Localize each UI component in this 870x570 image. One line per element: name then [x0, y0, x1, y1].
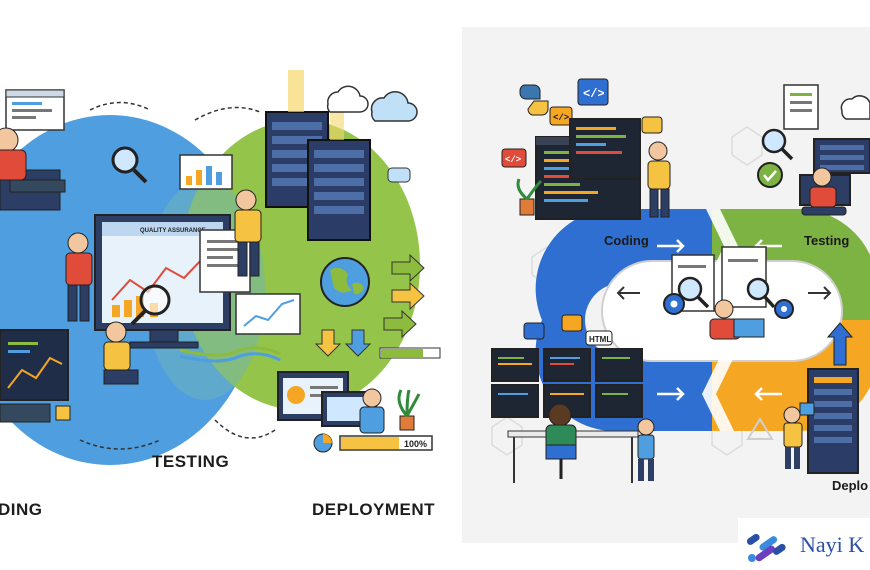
tester-head-right	[812, 167, 832, 187]
label-testing-right: Testing	[804, 233, 850, 248]
deployer-tablet	[799, 402, 815, 416]
plant-pot-right	[519, 198, 535, 216]
inner-arrows	[616, 286, 832, 300]
brand-logo-text: Nayi K	[800, 532, 865, 557]
label-coding: DING	[0, 500, 43, 519]
dashed-arrow-bottom	[79, 439, 161, 450]
code-editor-window-2	[569, 118, 641, 180]
html-badge-text: HTML	[589, 335, 611, 344]
dashed-arrow-bottom-2	[214, 419, 276, 439]
python-icon	[519, 84, 541, 100]
tester-head	[67, 232, 89, 254]
deployer-head-right	[783, 406, 801, 424]
settings-icon	[641, 116, 663, 134]
svg-text:</>: </>	[505, 155, 521, 165]
left-illustration-svg: QUALITY ASSURANCE	[0, 70, 441, 465]
deployer-head	[362, 388, 382, 408]
dual-monitor	[0, 329, 69, 401]
coffee-mug	[55, 405, 71, 421]
arrow-yellow-1	[391, 281, 425, 311]
svg-text:</>: </>	[583, 87, 605, 101]
center-magnifier-icon	[677, 276, 703, 302]
loop-blue-top	[535, 208, 712, 327]
svg-text:</>: </>	[553, 113, 569, 123]
seated-tester-head	[105, 321, 127, 343]
qa-line-chart	[111, 255, 206, 301]
cloud-sync-icon	[370, 91, 418, 122]
code-tag-icon-3	[501, 148, 527, 168]
code-tag-icon	[577, 78, 609, 106]
coder-head-right	[648, 141, 668, 161]
brand-logo-mark-icon	[746, 533, 786, 562]
deploy-up-arrow	[826, 322, 854, 366]
plant-pot	[399, 415, 415, 431]
monitor-wall	[491, 348, 643, 418]
deploy-server-rack	[807, 368, 859, 474]
server-rack-2	[307, 139, 371, 241]
center-laptop	[733, 318, 765, 338]
cloud-icon	[326, 85, 369, 113]
test-report-doc	[783, 84, 819, 130]
cable-lines	[179, 346, 281, 357]
cloud-icon-right	[840, 95, 870, 120]
label-deployment-right: Deplo	[832, 478, 869, 493]
arrow-green-1	[391, 253, 425, 283]
engineer-head	[235, 189, 257, 211]
right-illustration: </> </> </>	[462, 27, 870, 543]
right-illustration-svg: </> </> </>	[491, 78, 870, 483]
magnifier-icon	[111, 146, 139, 174]
monitor-magnifier-icon	[139, 284, 171, 316]
line-chart-card	[235, 293, 301, 335]
server-light-beam	[288, 70, 304, 112]
left-illustration: QUALITY ASSURANCE	[0, 70, 441, 519]
center-dev-head	[714, 299, 734, 319]
label-deployment: DEPLOYMENT	[312, 500, 436, 519]
code-tag-icon-4	[523, 322, 545, 340]
label-coding-right: Coding	[604, 233, 649, 248]
brand-logo: Nayi K	[738, 518, 870, 570]
dashed-arrow-top-2	[194, 106, 261, 121]
triangle-deco	[746, 417, 774, 440]
check-icon	[757, 162, 783, 188]
office-chair	[545, 444, 577, 460]
developer-head	[548, 403, 572, 427]
qa-monitor-stand	[149, 329, 179, 343]
deploy-progress-text: 100%	[404, 439, 427, 449]
chevron-bottom	[702, 357, 734, 431]
arrow-down-yellow	[314, 329, 342, 357]
code-tag-icon-5	[561, 314, 583, 332]
label-testing: TESTING	[152, 452, 230, 471]
keyboard-bottom	[0, 403, 51, 423]
connector-icon	[387, 167, 411, 183]
keyboard-top	[9, 179, 66, 193]
center-magnifier-icon-2	[746, 277, 770, 301]
coder-head	[0, 127, 19, 153]
code-tag-icon-2	[549, 106, 573, 126]
dashed-arrow-top	[89, 101, 151, 111]
html-badge	[585, 330, 613, 346]
qa-monitor-title: QUALITY ASSURANCE	[140, 228, 206, 234]
background-pattern	[491, 126, 763, 456]
arrow-green-2	[383, 309, 417, 339]
arrow-down-blue	[344, 329, 372, 357]
standing-dev-head	[637, 418, 655, 436]
test-magnifier-icon	[761, 128, 787, 154]
